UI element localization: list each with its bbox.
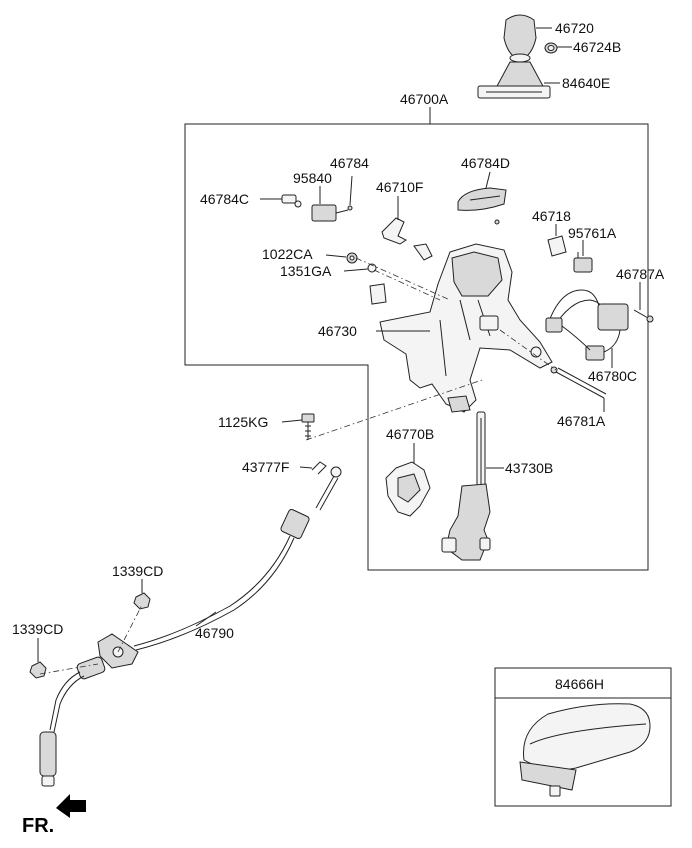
label-46790[interactable]: 46790 <box>195 625 234 641</box>
label-46718[interactable]: 46718 <box>532 208 571 224</box>
shift-rod-43730B <box>441 411 491 561</box>
front-direction-arrow-icon <box>56 794 86 818</box>
label-84640E[interactable]: 84640E <box>562 75 610 91</box>
label-46781A[interactable]: 46781A <box>557 413 606 429</box>
label-1022CA[interactable]: 1022CA <box>262 246 313 262</box>
assembly-boundary-46700A <box>184 123 649 571</box>
label-43777F[interactable]: 43777F <box>242 459 289 475</box>
bolt-46781A <box>550 366 607 399</box>
switch-95761A <box>573 252 593 273</box>
clip-46784C <box>281 194 302 208</box>
assembly-line-4 <box>355 257 451 301</box>
label-46780C[interactable]: 46780C <box>588 368 637 384</box>
label-46770B[interactable]: 46770B <box>386 426 434 442</box>
shifter-housing-46730 <box>379 243 553 413</box>
assembly-line-1 <box>305 379 483 441</box>
armrest-inset-box <box>494 667 672 807</box>
nut-1339CD-lower <box>29 661 47 679</box>
spring-clip-46718 <box>547 235 567 257</box>
label-1351GA[interactable]: 1351GA <box>280 263 332 279</box>
nut-1022CA <box>346 252 358 264</box>
label-46700A[interactable]: 46700A <box>400 91 449 107</box>
label-95840[interactable]: 95840 <box>293 170 332 186</box>
clip-43777F <box>311 461 327 475</box>
label-46710F[interactable]: 46710F <box>376 179 423 195</box>
label-46724B[interactable]: 46724B <box>573 39 621 55</box>
detent-plate <box>369 283 387 305</box>
assembly-line-2 <box>117 604 143 653</box>
sensor-95840 <box>311 204 349 222</box>
armrest-84666H <box>519 703 651 797</box>
bracket-46710F <box>381 217 407 245</box>
shift-cable-46790 <box>39 466 342 787</box>
label-95761A[interactable]: 95761A <box>568 225 617 241</box>
screw-46787A <box>633 309 654 323</box>
pin-46784 <box>347 205 353 211</box>
lever-piece <box>413 243 433 261</box>
label-46784[interactable]: 46784 <box>330 155 369 171</box>
indicator-cover-46784D <box>457 187 507 211</box>
shift-knob-46720 <box>503 14 537 63</box>
label-46784D[interactable]: 46784D <box>461 155 510 171</box>
bolt-1125KG <box>301 413 315 440</box>
label-43730B[interactable]: 43730B <box>505 460 553 476</box>
assembly-line-5 <box>373 269 441 301</box>
bracket-46770B <box>385 461 431 517</box>
nut-1339CD-upper <box>133 592 151 610</box>
wiring-module-46780C <box>545 289 629 361</box>
label-1339CD-upper[interactable]: 1339CD <box>112 563 163 579</box>
assembly-line-6 <box>499 329 557 371</box>
label-84666H[interactable]: 84666H <box>555 676 604 692</box>
label-46720[interactable]: 46720 <box>555 20 594 36</box>
label-1125KG[interactable]: 1125KG <box>218 414 268 430</box>
assembly-line-3 <box>39 663 99 675</box>
knob-cap-46724B <box>544 42 558 54</box>
label-46784C[interactable]: 46784C <box>200 191 249 207</box>
label-46787A[interactable]: 46787A <box>616 266 665 282</box>
label-46730[interactable]: 46730 <box>318 323 357 339</box>
front-direction-label: FR. <box>22 815 54 837</box>
shift-boot-84640E <box>477 61 551 99</box>
label-1339CD-lower[interactable]: 1339CD <box>12 621 63 637</box>
